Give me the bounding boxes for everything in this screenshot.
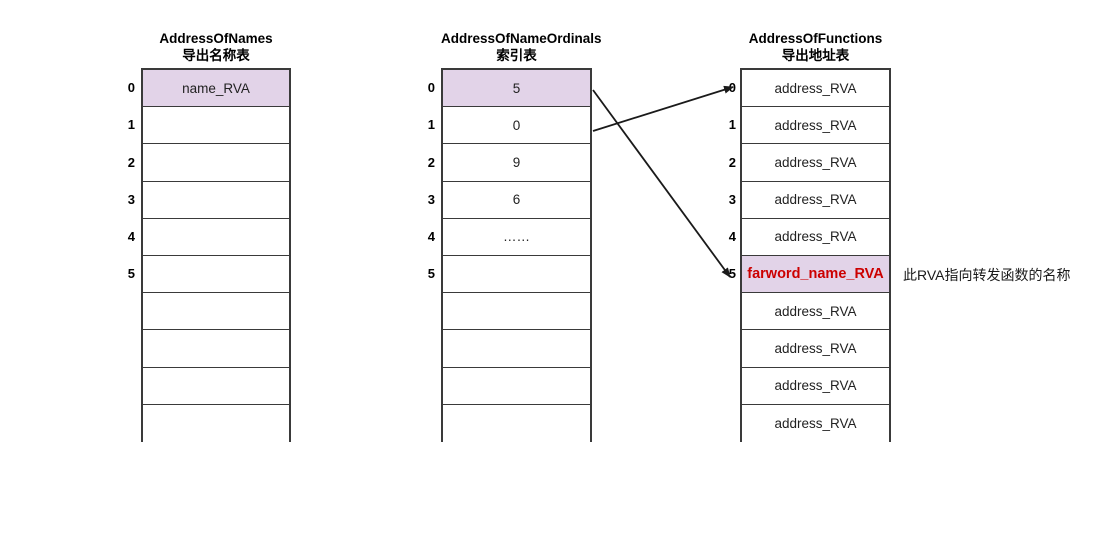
header-en: AddressOfNameOrdinals bbox=[441, 31, 602, 46]
cell-value: address_RVA bbox=[774, 229, 857, 245]
cell-value: address_RVA bbox=[774, 192, 857, 208]
table-row[interactable] bbox=[143, 144, 289, 182]
row-index-label: 1 bbox=[127, 117, 135, 132]
table-row[interactable]: address_RVA bbox=[742, 181, 889, 219]
table-row[interactable] bbox=[443, 404, 590, 442]
table-row[interactable]: address_RVA bbox=[742, 293, 889, 331]
table-header-address-of-functions: AddressOfFunctions 导出地址表 bbox=[740, 30, 891, 64]
cell-value: farword_name_RVA bbox=[747, 266, 884, 283]
table-row[interactable] bbox=[143, 255, 289, 294]
table-row-forwarder[interactable]: farword_name_RVA bbox=[742, 255, 889, 294]
cell-value: 9 bbox=[512, 154, 521, 170]
row-index-label: 3 bbox=[728, 192, 736, 207]
table-row[interactable] bbox=[443, 330, 590, 368]
header-cn: 索引表 bbox=[496, 48, 537, 63]
cell-value: name_RVA bbox=[182, 80, 250, 96]
table-header-address-of-name-ordinals: AddressOfNameOrdinals 索引表 bbox=[441, 30, 602, 64]
cell-value: address_RVA bbox=[774, 415, 857, 431]
table-row[interactable]: 9 bbox=[443, 144, 590, 182]
row-index-label: 5 bbox=[728, 266, 736, 281]
row-index-label: 0 bbox=[127, 80, 135, 95]
row-index-label: 1 bbox=[427, 117, 435, 132]
table-row[interactable]: address_RVA bbox=[742, 367, 889, 405]
table-row[interactable] bbox=[143, 367, 289, 405]
table-row[interactable]: 0 bbox=[443, 107, 590, 145]
cell-value: …… bbox=[503, 229, 530, 245]
header-cn: 导出名称表 bbox=[182, 48, 250, 63]
forwarder-note: 此RVA指向转发函数的名称 bbox=[903, 267, 1071, 283]
cell-value: 5 bbox=[512, 80, 521, 96]
cell-value: address_RVA bbox=[774, 378, 857, 394]
row-index-label: 4 bbox=[127, 229, 135, 244]
row-index-label: 5 bbox=[427, 266, 435, 281]
table-row[interactable] bbox=[443, 293, 590, 331]
table-row[interactable] bbox=[143, 330, 289, 368]
grid-address-of-names: name_RVA bbox=[141, 68, 291, 442]
table-row[interactable] bbox=[443, 367, 590, 405]
table-row[interactable]: …… bbox=[443, 218, 590, 256]
table-row[interactable]: 6 bbox=[443, 181, 590, 219]
row-index-label: 0 bbox=[728, 80, 736, 95]
row-index-label: 5 bbox=[127, 266, 135, 281]
table-row[interactable]: address_RVA bbox=[742, 107, 889, 145]
cell-value: 6 bbox=[512, 192, 521, 208]
table-row[interactable] bbox=[143, 293, 289, 331]
cell-value: 0 bbox=[512, 117, 521, 133]
table-row[interactable] bbox=[143, 218, 289, 256]
cell-value: address_RVA bbox=[774, 340, 857, 356]
cell-value: address_RVA bbox=[774, 154, 857, 170]
row-index-label: 4 bbox=[728, 229, 736, 244]
row-index-label: 0 bbox=[427, 80, 435, 95]
row-index-label: 3 bbox=[127, 192, 135, 207]
grid-address-of-functions: address_RVA address_RVA address_RVA addr… bbox=[740, 68, 891, 442]
header-en: AddressOfFunctions bbox=[748, 31, 883, 46]
row-index-label: 2 bbox=[427, 155, 435, 170]
cell-value: address_RVA bbox=[774, 80, 857, 96]
cell-value: address_RVA bbox=[774, 303, 857, 319]
header-en: AddressOfNames bbox=[159, 31, 273, 46]
table-row[interactable] bbox=[143, 404, 289, 442]
table-row[interactable]: address_RVA bbox=[742, 70, 889, 108]
table-row[interactable] bbox=[143, 181, 289, 219]
table-row[interactable]: address_RVA bbox=[742, 144, 889, 182]
cell-value: address_RVA bbox=[774, 117, 857, 133]
table-header-address-of-names: AddressOfNames 导出名称表 bbox=[141, 30, 291, 64]
header-cn: 导出地址表 bbox=[781, 48, 850, 63]
arrow-ordinal1-to-function0 bbox=[592, 85, 734, 132]
grid-address-of-name-ordinals: 5 0 9 6 …… bbox=[441, 68, 592, 442]
table-row[interactable] bbox=[443, 255, 590, 294]
row-index-label: 2 bbox=[728, 155, 736, 170]
table-row[interactable]: 5 bbox=[443, 70, 590, 108]
row-index-label: 1 bbox=[728, 117, 736, 132]
table-row[interactable]: address_RVA bbox=[742, 330, 889, 368]
arrow-ordinal0-to-function5 bbox=[592, 89, 731, 278]
row-index-label: 4 bbox=[427, 229, 435, 244]
table-row[interactable]: address_RVA bbox=[742, 404, 889, 442]
row-index-label: 2 bbox=[127, 155, 135, 170]
row-index-label: 3 bbox=[427, 192, 435, 207]
table-row[interactable]: name_RVA bbox=[143, 70, 289, 108]
table-row[interactable]: address_RVA bbox=[742, 218, 889, 256]
table-row[interactable] bbox=[143, 107, 289, 145]
